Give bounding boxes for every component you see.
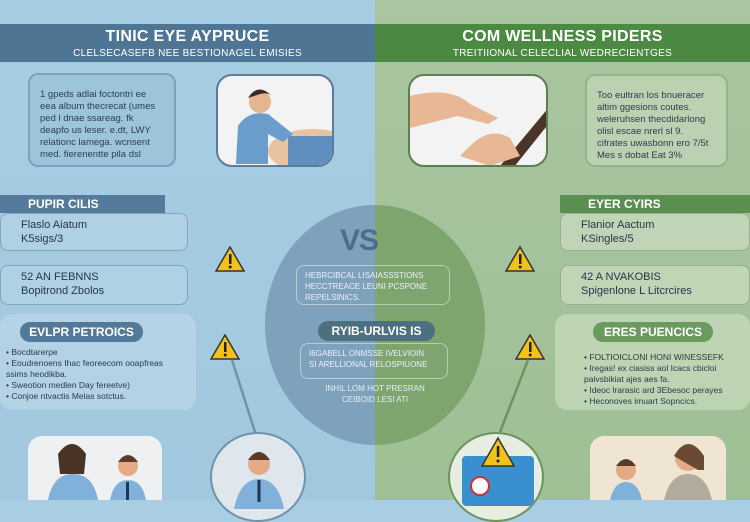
right-consultation-illustration xyxy=(590,436,726,500)
left-item-2-line: Bopitrond Zbolos xyxy=(21,285,105,297)
center-box2-line: I6GABELL ONMSSE IVELVIOIN xyxy=(309,349,425,358)
vs-label: VS xyxy=(340,224,379,258)
right-item-2-line: 42 A NVAKOBIS xyxy=(581,271,661,283)
left-item-2: 52 AN FEBNNS Bopitrond Zbolos xyxy=(0,265,188,305)
right-section1-tab: EYER CYIRS xyxy=(560,195,750,213)
list-item: Bocdtarerpe xyxy=(6,347,186,358)
left-title: TINIC EYE AYPRUCE xyxy=(105,28,270,45)
left-subtitle: CLELSECASEFB NEE BESTIONAGEL EMISIES xyxy=(73,48,302,59)
center-footer-line: CEIBOID LESI ATI xyxy=(341,395,409,404)
list-item: Iregas! ex ciasiss aol Icacs cbicloi pai… xyxy=(584,363,750,385)
right-bullet-list: FOLTIOICLONI HONI WINESSEFK Iregas! ex c… xyxy=(584,352,750,407)
left-item-1-line: K5sigs/3 xyxy=(21,233,64,245)
connector-lines xyxy=(230,359,530,433)
warning-icon xyxy=(210,334,240,360)
right-item-2: 42 A NVAKOBIS Spigenlone L Litcrcires xyxy=(560,265,750,305)
left-item-1: Flaslo Aiatum K5sigs/3 xyxy=(0,213,188,251)
list-item: Conjoe ntvactis Melas sotctus. xyxy=(6,391,186,402)
center-footer: INHIL LOM HOT PRESRAN CEIBOID LESI ATI xyxy=(300,383,450,405)
center-box1-line: HEBRCIBCAL LISAIASSSTIONS xyxy=(305,271,424,280)
warning-icon xyxy=(515,334,545,360)
right-item-1-line: KSingles/5 xyxy=(581,233,634,245)
right-item-2-line: Spigenlone L Litcrcires xyxy=(581,285,692,297)
left-item-2-line: 52 AN FEBNNS xyxy=(21,271,99,283)
left-header: TINIC EYE AYPRUCE CLELSECASEFB NEE BESTI… xyxy=(0,24,375,62)
center-footer-line: INHIL LOM HOT PRESRAN xyxy=(325,384,425,393)
list-item: Sweotion medlen Day fereetve) xyxy=(6,380,186,391)
center-box-2: I6GABELL ONMSSE IVELVIOIN SI ARELLIONAL … xyxy=(300,343,448,379)
left-item-1-line: Flaslo Aiatum xyxy=(21,219,88,231)
left-consultation-illustration xyxy=(28,436,162,500)
therapist-illustration xyxy=(216,74,334,167)
left-intro-text: 1 gpeds adlai foctontri ee eea album the… xyxy=(40,89,156,160)
right-subtitle: TREITIIONAL CELECLIAL WEDRECIENTGES xyxy=(452,48,673,59)
center-pill: RYIB-URLVIS IS xyxy=(318,321,435,341)
left-bullet-list: Bocdtarerpe Eoudrenoens Ihac feoreecom o… xyxy=(6,347,186,402)
left-section1-tab: PUPIR CILIS xyxy=(0,195,165,213)
center-box1-line: HECCTREACE LEUNI PCSPONE REPELSINICS. xyxy=(305,282,428,302)
left-intro-box: 1 gpeds adlai foctontri ee eea album the… xyxy=(28,73,176,167)
list-item: Eoudrenoens Ihac feoreecom ooapfreas ssi… xyxy=(6,358,186,380)
list-item: Heconoves imuart Sopncics. xyxy=(584,396,750,407)
right-item-1: Flanior Aactum KSingles/5 xyxy=(560,213,750,251)
right-section2-pill: ERES PUENCICS xyxy=(593,322,713,342)
vs-text: VS xyxy=(340,224,379,257)
right-title: COM WELLNESS PIDERS xyxy=(462,28,663,45)
warning-icon xyxy=(505,246,535,272)
right-item-1-line: Flanior Aactum xyxy=(581,219,655,231)
left-section2-pill: EVLPR PETROICS xyxy=(20,322,143,342)
center-box2-line: SI ARELLIONAL RELOSPIUONE xyxy=(309,360,428,369)
center-box-1: HEBRCIBCAL LISAIASSSTIONS HECCTREACE LEU… xyxy=(296,265,450,305)
hands-illustration xyxy=(408,74,548,167)
list-item: FOLTIOICLONI HONI WINESSEFK xyxy=(584,352,750,363)
left-doctor-illustration xyxy=(210,432,306,522)
list-item: Ideoc lrarasic ard 3Ebesoc perayes xyxy=(584,385,750,396)
right-header: COM WELLNESS PIDERS TREITIIONAL CELECLIA… xyxy=(375,24,750,62)
right-card-illustration xyxy=(448,432,544,522)
right-intro-text: Too eultran los bnueracer altim ggesions… xyxy=(597,90,709,161)
warning-icon xyxy=(215,246,245,272)
right-intro-box: Too eultran los bnueracer altim ggesions… xyxy=(585,74,728,167)
